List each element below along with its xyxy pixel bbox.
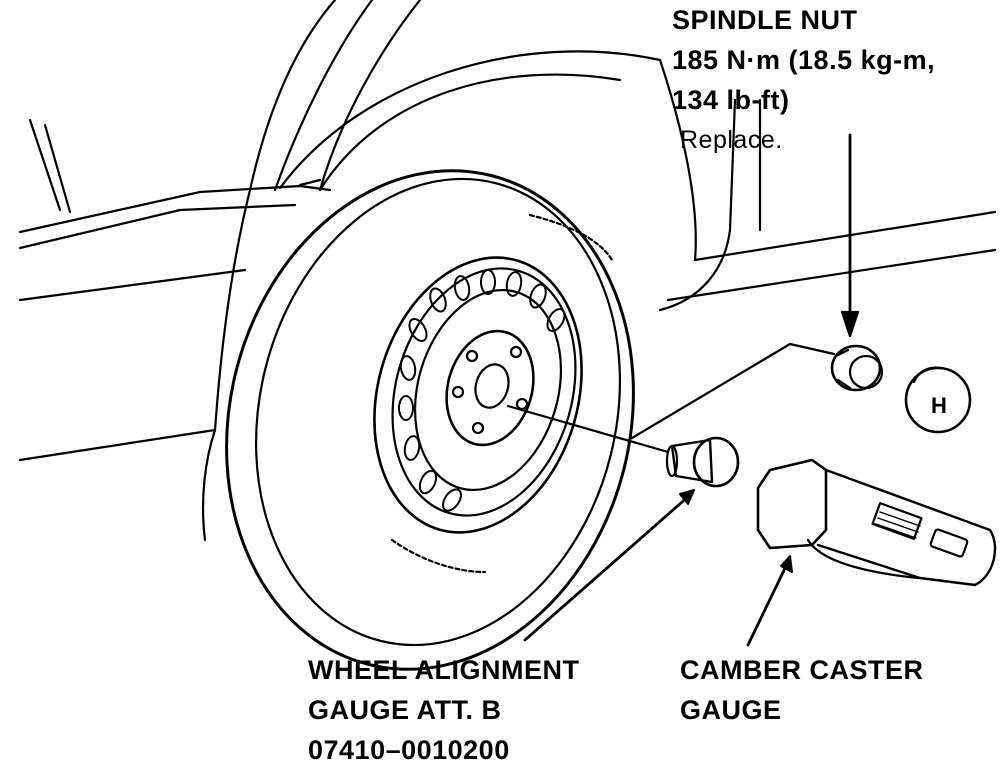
camber-gauge-line1: CAMBER CASTER <box>680 655 924 685</box>
wheel-rim <box>373 213 614 574</box>
spindle-nut <box>830 344 884 392</box>
car-body <box>18 0 997 542</box>
wheel-gauge-part-number: 07410–0010200 <box>308 735 510 765</box>
spindle-nut-arrow <box>840 133 860 338</box>
alignment-axis-line <box>506 342 836 454</box>
spindle-nut-torque-line2: 134 lb-ft) <box>672 85 790 115</box>
hub-cap-letter: H <box>931 393 947 418</box>
spindle-nut-title: SPINDLE NUT <box>672 5 858 35</box>
spindle-nut-torque-line1: 185 N·m (18.5 kg-m, <box>672 45 936 75</box>
spindle-nut-note: Replace. <box>680 126 783 154</box>
tire <box>225 169 635 671</box>
hub-cap <box>904 366 972 434</box>
camber-caster-gauge-label: CAMBER CASTER GAUGE <box>680 650 924 730</box>
wheel-gauge-arrow <box>523 489 695 642</box>
camber-gauge-arrow <box>746 555 793 647</box>
wheel-gauge-line2: GAUGE ATT. B <box>308 695 502 725</box>
camber-caster-gauge <box>756 458 997 587</box>
camber-gauge-line2: GAUGE <box>680 695 782 725</box>
wheel-gauge-line1: WHEEL ALIGNMENT <box>308 655 580 685</box>
spindle-nut-label: SPINDLE NUT 185 N·m (18.5 kg-m, 134 lb-f… <box>672 0 935 160</box>
wheel-hub <box>445 329 535 447</box>
wheel-alignment-gauge-label: WHEEL ALIGNMENT GAUGE ATT. B 07410–00102… <box>308 650 580 770</box>
wheel-alignment-gauge-adapter <box>665 436 740 488</box>
